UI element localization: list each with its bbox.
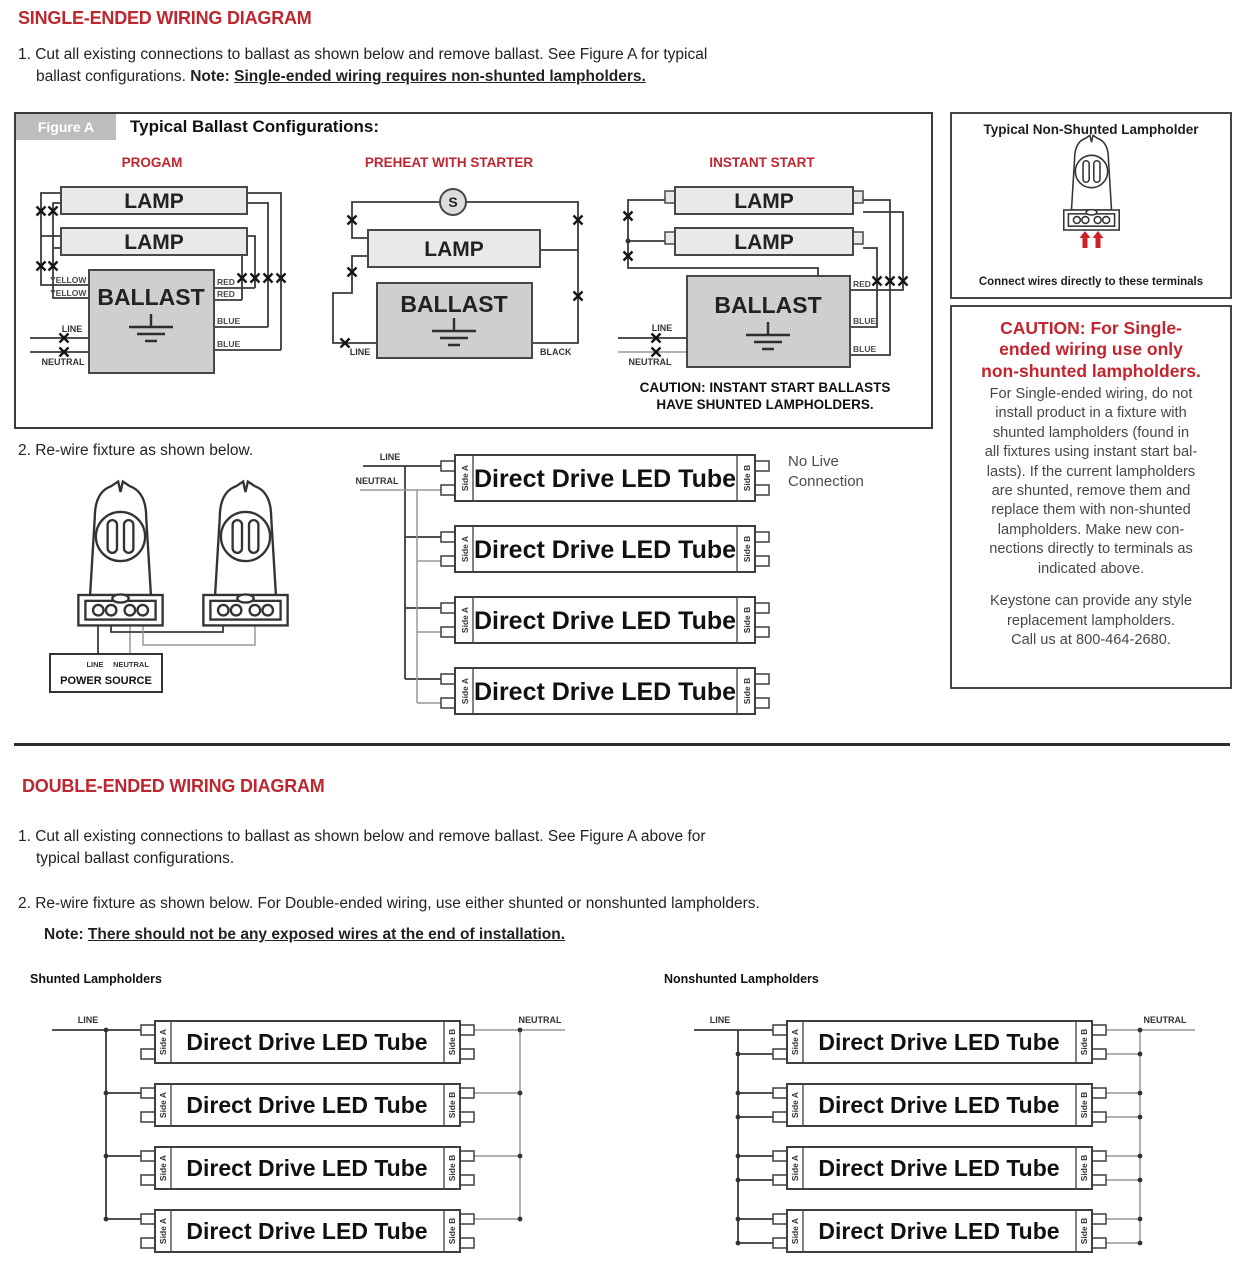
single-step2: 2. Re-wire fixture as shown below. <box>18 442 254 459</box>
side-a-label: Side A <box>460 607 470 633</box>
led-tube: Side A Side B Direct Drive LED Tube <box>140 1083 475 1127</box>
side-a-label: Side A <box>460 536 470 562</box>
side-b-label: Side B <box>1079 1218 1089 1244</box>
tube-label: Direct Drive LED Tube <box>474 607 736 635</box>
single-ended-tube-diagram: LINE NEUTRAL Side A Side B Direct Drive … <box>356 452 864 715</box>
neutral-label: NEUTRAL <box>519 1015 562 1025</box>
caution-body: For Single-ended wiring, do not install … <box>984 386 1198 577</box>
power-source-box <box>49 653 163 693</box>
caution-footer: Keystone can provide any style replaceme… <box>990 593 1192 648</box>
side-a-label: Side A <box>460 465 470 491</box>
double-ended-heading: DOUBLE-ENDED WIRING DIAGRAM <box>22 776 325 796</box>
side-b-label: Side B <box>1079 1029 1089 1055</box>
power-neutral-label: NEUTRAL <box>113 660 149 669</box>
side-a-label: Side A <box>158 1029 168 1055</box>
fixture-rewire-drawing: LINE NEUTRAL POWER SOURCE <box>49 480 289 693</box>
single-step1-line2: ballast configurations. Note: Single-end… <box>36 68 646 85</box>
side-a-label: Side A <box>158 1218 168 1244</box>
side-b-label: Side B <box>742 465 752 491</box>
single-step1-line1: 1. Cut all existing connections to balla… <box>18 46 708 63</box>
nonshunted-label: Nonshunted Lampholders <box>664 972 819 986</box>
neutral-label: NEUTRAL <box>1144 1015 1187 1025</box>
note-label: Note: <box>44 926 88 943</box>
power-source-label: POWER SOURCE <box>60 675 152 687</box>
side-b-label: Side B <box>447 1029 457 1055</box>
side-b-label: Side B <box>447 1155 457 1181</box>
tube-label: Direct Drive LED Tube <box>818 1155 1059 1181</box>
single-ended-heading: SINGLE-ENDED WIRING DIAGRAM <box>18 8 312 28</box>
tube-label: Direct Drive LED Tube <box>818 1218 1059 1244</box>
note-label: Note: <box>190 68 235 85</box>
line-label: LINE <box>78 1015 99 1025</box>
side-b-label: Side B <box>1079 1092 1089 1118</box>
double-note: Note: There should not be any exposed wi… <box>44 924 565 946</box>
led-tube: Side A Side B Direct Drive LED Tube <box>772 1020 1107 1064</box>
line-label: LINE <box>380 452 401 462</box>
tube-label: Direct Drive LED Tube <box>474 678 736 706</box>
figure-a-chip: Figure A <box>16 114 116 140</box>
led-tube: Side A Side B Direct Drive LED Tube <box>440 667 770 715</box>
tube-label: Direct Drive LED Tube <box>474 536 736 564</box>
tube-label: Direct Drive LED Tube <box>186 1218 427 1244</box>
figure-a-box <box>14 112 933 429</box>
side-b-label: Side B <box>742 678 752 704</box>
side-a-label: Side A <box>790 1155 800 1181</box>
side-b-label: Side B <box>1079 1155 1089 1181</box>
shunted-label: Shunted Lampholders <box>30 972 162 986</box>
side-b-label: Side B <box>742 607 752 633</box>
tube-label: Direct Drive LED Tube <box>474 465 736 493</box>
no-live-line2: Connection <box>788 473 864 490</box>
double-note-underlined: There should not be any exposed wires at… <box>87 926 566 943</box>
tube-label: Direct Drive LED Tube <box>818 1092 1059 1118</box>
no-live-line1: No Live <box>788 453 839 470</box>
neutral-label: NEUTRAL <box>356 476 399 486</box>
power-line-label: LINE <box>86 660 103 669</box>
led-tube: Side A Side B Direct Drive LED Tube <box>772 1209 1107 1253</box>
double-step1-line1: 1. Cut all existing connections to balla… <box>18 828 706 845</box>
side-b-label: Side B <box>447 1218 457 1244</box>
side-a-label: Side A <box>790 1092 800 1118</box>
led-tube: Side A Side B Direct Drive LED Tube <box>440 454 770 502</box>
side-a-label: Side A <box>460 678 470 704</box>
tube-label: Direct Drive LED Tube <box>818 1029 1059 1055</box>
double-step1-line2: typical ballast configurations. <box>36 850 235 867</box>
side-b-label: Side B <box>447 1092 457 1118</box>
led-tube: Side A Side B Direct Drive LED Tube <box>140 1146 475 1190</box>
caution-box: CAUTION: For Single- ended wiring use on… <box>950 305 1232 689</box>
tube-label: Direct Drive LED Tube <box>186 1092 427 1118</box>
single-note-underlined: Single-ended wiring requires non-shunted… <box>234 68 646 85</box>
side-b-label: Side B <box>742 536 752 562</box>
side-a-label: Side A <box>158 1155 168 1181</box>
led-tube: Side A Side B Direct Drive LED Tube <box>772 1146 1107 1190</box>
led-tube: Side A Side B Direct Drive LED Tube <box>140 1020 475 1064</box>
nonshunted-diagram: LINE NEUTRAL Side A Side B Direct Drive … <box>694 1015 1195 1253</box>
led-tube: Side A Side B Direct Drive LED Tube <box>440 596 770 644</box>
tube-label: Direct Drive LED Tube <box>186 1155 427 1181</box>
caution-title: CAUTION: For Single- ended wiring use on… <box>981 318 1201 381</box>
led-tube: Side A Side B Direct Drive LED Tube <box>772 1083 1107 1127</box>
line-label: LINE <box>710 1015 731 1025</box>
tube-label: Direct Drive LED Tube <box>186 1029 427 1055</box>
figure-a-title: Typical Ballast Configurations: <box>130 117 380 136</box>
lampholder-info-title: Typical Non-Shunted Lampholder <box>983 122 1199 137</box>
led-tube: Side A Side B Direct Drive LED Tube <box>440 525 770 573</box>
side-a-label: Side A <box>790 1218 800 1244</box>
double-step1: 1. Cut all existing connections to balla… <box>18 826 938 870</box>
single-step1: 1. Cut all existing connections to balla… <box>18 44 918 88</box>
shunted-diagram: LINE NEUTRAL Side A Side B Direct Drive … <box>52 1015 565 1253</box>
side-a-label: Side A <box>158 1092 168 1118</box>
led-tube: Side A Side B Direct Drive LED Tube <box>140 1209 475 1253</box>
lampholder-caption: Connect wires directly to these terminal… <box>978 276 1204 288</box>
lampholder-info-box: Typical Non-Shunted Lampholder Connect w… <box>950 112 1232 299</box>
side-a-label: Side A <box>790 1029 800 1055</box>
section-divider <box>14 743 1230 746</box>
double-step2: 2. Re-wire fixture as shown below. For D… <box>18 895 760 912</box>
